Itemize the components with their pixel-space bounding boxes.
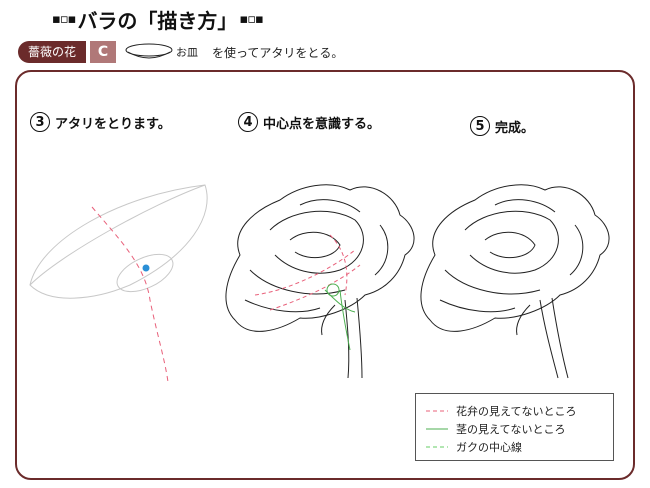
- step-5-label: 完成。: [495, 120, 535, 136]
- hidden-petal-guides: [254, 234, 361, 311]
- title-text: バラの「描き方」: [77, 8, 238, 33]
- legend-label-hidden-petal: 花弁の見えてないところ: [456, 405, 577, 418]
- hidden-stem-guides: [324, 283, 356, 351]
- center-point-dot: [142, 264, 150, 272]
- code-badge: C: [90, 41, 117, 63]
- step-5-heading: 5 完成。: [470, 116, 534, 136]
- step-4-heading: 4 中心点を意識する。: [238, 112, 380, 132]
- plate-center-line: [91, 206, 169, 383]
- page-title: ▪▫▪ バラの「描き方」 ▪▫▪: [52, 6, 264, 33]
- legend-item-calyx-center: ガクの中心線: [426, 439, 522, 455]
- legend-label-hidden-stem: 茎の見えてないところ: [456, 423, 566, 436]
- plate-label: お皿: [176, 46, 199, 59]
- tag-description: を使ってアタリをとる。: [212, 45, 344, 60]
- step-5-number: 5: [470, 116, 490, 136]
- legend-label-calyx-center: ガクの中心線: [456, 441, 522, 454]
- dashed-green-line-icon: [426, 446, 448, 448]
- step-3-label: アタリをとります。: [55, 116, 171, 132]
- step-3-heading: 3 アタリをとります。: [30, 112, 171, 132]
- rose-sketch-with-guides: [225, 184, 415, 379]
- rose-finished-drawing: [420, 184, 610, 379]
- legend-box: 花弁の見えてないところ 茎の見えてないところ ガクの中心線: [415, 393, 614, 461]
- dashed-pink-line-icon: [426, 410, 448, 412]
- title-marker-left: ▪▫▪: [52, 11, 76, 27]
- category-badge: 薔薇の花: [18, 41, 87, 63]
- step-3-number: 3: [30, 112, 50, 132]
- title-marker-right: ▪▫▪: [239, 11, 263, 27]
- solid-green-line-icon: [426, 428, 448, 430]
- step-4-number: 4: [238, 112, 258, 132]
- legend-item-hidden-stem: 茎の見えてないところ: [426, 421, 565, 437]
- legend-item-hidden-petal: 花弁の見えてないところ: [426, 403, 576, 419]
- step-4-label: 中心点を意識する。: [263, 116, 381, 132]
- plate-icon: [125, 43, 173, 59]
- tag-row: 薔薇の花 C お皿 を使ってアタリをとる。: [18, 40, 343, 64]
- main-panel: [15, 70, 635, 480]
- plate-guide-sketch: [29, 184, 208, 299]
